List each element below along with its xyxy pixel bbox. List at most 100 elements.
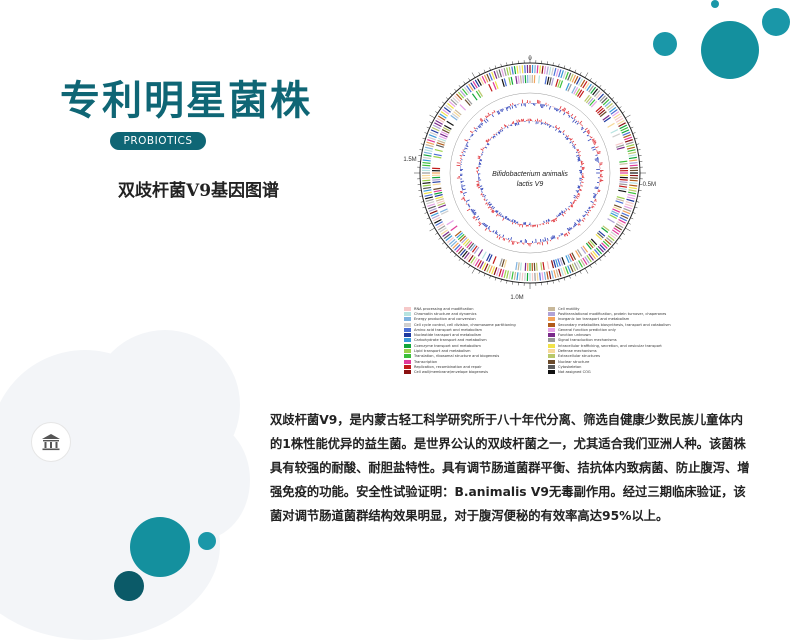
gc-content-mark: [503, 235, 504, 238]
gc-skew-mark: [553, 127, 554, 128]
legend-label: Nucleotide transport and metabolism: [414, 333, 481, 337]
gc-content-mark: [470, 131, 472, 133]
gc-skew-mark: [579, 190, 582, 191]
gc-skew-mark: [579, 156, 581, 157]
genome-feature-mark: [514, 66, 515, 74]
genome-feature-mark: [556, 269, 558, 277]
gc-skew-mark: [577, 196, 580, 197]
genome-feature-mark: [472, 94, 477, 100]
genome-feature-mark: [500, 259, 502, 267]
legend-swatch: [548, 370, 555, 374]
gc-content-mark: [588, 212, 589, 213]
gc-content-mark: [589, 210, 590, 211]
gc-content-mark: [469, 139, 470, 140]
genome-feature-mark: [423, 187, 431, 188]
gc-content-mark: [557, 237, 558, 239]
gc-content-mark: [468, 205, 469, 206]
genome-feature-mark: [629, 160, 637, 161]
gc-content-mark: [595, 187, 598, 188]
genome-feature-mark: [433, 157, 441, 158]
gc-content-mark: [594, 144, 596, 145]
genome-feature-mark: [626, 142, 634, 144]
gc-content-mark: [504, 238, 505, 240]
gc-content-mark: [467, 209, 470, 211]
gc-content-mark: [503, 109, 504, 111]
genome-feature-mark: [540, 273, 541, 281]
genome-feature-mark: [432, 180, 440, 181]
decorative-dot: [114, 571, 144, 601]
genome-feature-mark: [619, 161, 627, 162]
gc-content-mark: [598, 191, 600, 192]
legend-label: Defense mechanisms: [558, 349, 597, 353]
genome-feature-mark: [552, 78, 554, 86]
gc-content-mark: [511, 237, 512, 240]
gc-content-mark: [510, 106, 511, 109]
genome-feature-mark: [432, 182, 440, 183]
genome-scale-tick: [585, 268, 588, 273]
gc-content-mark: [594, 200, 596, 201]
genome-feature-mark: [492, 72, 495, 79]
gc-skew-mark: [578, 160, 581, 161]
genome-feature-mark: [542, 66, 543, 74]
genome-feature-mark: [563, 267, 566, 275]
gc-content-mark: [480, 124, 481, 125]
genome-feature-mark: [514, 272, 515, 280]
legend-label: Cell motility: [558, 307, 580, 311]
genome-feature-mark: [492, 267, 495, 274]
gc-skew-mark: [578, 159, 580, 160]
gc-skew-mark: [500, 214, 501, 216]
gc-content-mark: [494, 110, 495, 112]
decorative-dot: [762, 8, 790, 36]
legend-label: Extracellular structures: [558, 354, 600, 358]
gc-skew-mark: [517, 120, 518, 123]
gc-content-mark: [568, 113, 569, 114]
legend-label: Replication, recombination and repair: [414, 365, 482, 369]
gc-content-mark: [486, 119, 488, 122]
genome-feature-mark: [509, 77, 511, 85]
legend-label: Amino acid transport and metabolism: [414, 328, 482, 332]
gc-skew-mark: [493, 207, 495, 209]
genome-feature-mark: [625, 204, 633, 206]
gc-content-mark: [543, 104, 544, 108]
genome-feature-mark: [423, 183, 431, 184]
gc-content-mark: [597, 151, 601, 152]
decorative-dot: [701, 21, 759, 79]
gc-content-mark: [487, 116, 488, 117]
legend-label: Energy production and conversion: [414, 317, 476, 321]
genome-feature-mark: [611, 130, 618, 134]
genome-feature-mark: [497, 70, 499, 78]
gc-skew-mark: [578, 193, 580, 194]
gc-skew-mark: [566, 135, 567, 136]
genome-feature-mark: [629, 155, 637, 156]
gc-content-mark: [542, 242, 543, 245]
gc-content-mark: [588, 139, 591, 141]
gc-content-mark: [464, 199, 465, 200]
genome-feature-mark: [563, 71, 566, 79]
gc-content-mark: [591, 207, 593, 208]
gc-skew-mark: [576, 152, 577, 153]
gc-skew-mark: [502, 216, 503, 217]
genome-feature-mark: [436, 199, 444, 201]
gc-skew-mark: [483, 148, 484, 149]
gc-content-mark: [566, 233, 568, 236]
gc-skew-mark: [577, 150, 579, 151]
legend-swatch: [404, 317, 411, 321]
gc-skew-mark: [546, 220, 547, 222]
genome-feature-mark: [628, 192, 636, 194]
gc-content-mark: [547, 238, 548, 240]
gc-skew-mark: [578, 152, 581, 153]
gc-skew-mark: [517, 123, 518, 126]
genome-feature-mark: [451, 226, 457, 231]
gc-content-mark: [484, 120, 486, 123]
gc-skew-mark: [496, 134, 497, 136]
gc-content-mark: [462, 189, 466, 190]
legend-swatch: [548, 307, 555, 311]
gc-content-mark: [463, 197, 464, 198]
genome-feature-mark: [427, 142, 435, 144]
gc-content-mark: [594, 195, 596, 196]
gc-skew-mark: [541, 122, 542, 124]
genome-feature-mark: [619, 186, 627, 187]
genome-feature-mark: [618, 190, 626, 192]
gc-content-mark: [571, 117, 572, 118]
gc-skew-mark: [551, 125, 552, 126]
